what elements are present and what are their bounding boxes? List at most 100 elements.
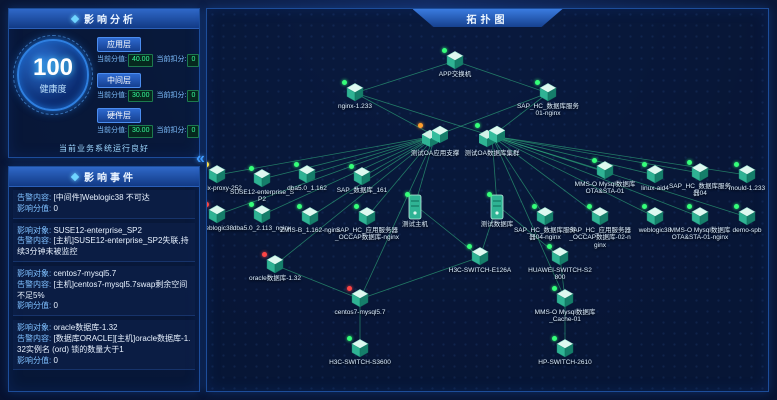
- node-label: SUSE12-enterprise_SP2: [230, 189, 294, 204]
- event-value: 0: [53, 355, 58, 365]
- collapse-arrow[interactable]: «: [196, 150, 205, 167]
- topology-node[interactable]: SAP_HC_数据库服务01-nginx: [516, 80, 580, 118]
- topology-node[interactable]: mould-1.233: [715, 162, 768, 192]
- deduct-label: 当前扣分:: [156, 127, 187, 134]
- topology-node[interactable]: H3C-SWITCH-S3600: [328, 336, 392, 366]
- topology-panel: 拓扑图 APP交换机 nginx-1.233 SAP_HC_数据库服务01-ngin…: [206, 8, 769, 392]
- topology-node[interactable]: centos7-mysql5.7: [328, 286, 392, 316]
- cube-icon: [442, 48, 465, 70]
- cube-icon: [734, 204, 757, 226]
- topology-node[interactable]: SAP_HC_应用服务器_OCCAP数据库-02-nginx: [568, 204, 632, 249]
- node-label: oracle数据库-1.32: [248, 275, 302, 282]
- topology-node[interactable]: zabbix-proxy-252: [207, 162, 249, 192]
- event-item[interactable]: 告警内容: [中间件]Weblogic38 不可达影响分值: 0: [13, 190, 195, 219]
- system-status-text: 当前业务系统运行良好: [59, 144, 149, 153]
- node-label: SAP_HC_应用服务器_OCCAP数据库-nginx: [335, 227, 399, 242]
- node-label: APP交换机: [438, 71, 472, 78]
- event-row: 告警内容: [数据库ORACLE][主机]oracle数据库-1.32实例名 (…: [17, 334, 191, 356]
- topology-node[interactable]: dba5.0_2.113_nginx: [230, 202, 294, 232]
- node-label: HP-SWITCH-2610: [538, 359, 592, 366]
- node-label: mould-1.233: [728, 185, 766, 192]
- topology-edge: [491, 135, 566, 300]
- status-dot: [294, 162, 299, 167]
- topology-node[interactable]: SUSE12-enterprise_SP2: [230, 166, 294, 204]
- status-dot: [687, 160, 692, 165]
- layer-button[interactable]: 中间层: [97, 72, 141, 88]
- topology-node[interactable]: SAP_HC_数据库服务器04-nginx: [513, 204, 577, 242]
- topology-node[interactable]: MMS-O Mysql数据库 OTA&STA-01-nginx: [668, 204, 732, 242]
- event-list[interactable]: 告警内容: [中间件]Weblogic38 不可达影响分值: 0 影响对象: SU…: [9, 187, 199, 391]
- layer-button[interactable]: 硬件层: [97, 108, 141, 123]
- header-diamond-icon: [70, 14, 80, 23]
- status-dot: [207, 202, 209, 207]
- topology-node[interactable]: 测试主机: [383, 192, 447, 228]
- topology-node[interactable]: H3C-SWITCH-E126A: [448, 244, 512, 274]
- status-dot: [354, 204, 359, 209]
- event-label: 影响对象:: [17, 225, 52, 235]
- topology-node[interactable]: dba5.0_1.162: [275, 162, 339, 192]
- cube-icon: [467, 244, 490, 266]
- node-label: centos7-mysql5.7: [334, 309, 386, 316]
- status-dot: [262, 252, 267, 257]
- topology-node[interactable]: linux-aid4: [623, 162, 687, 192]
- topology-edge: [309, 135, 436, 218]
- topology-edge: [274, 264, 361, 300]
- topology-node[interactable]: SAP_HC_应用服务器_OCCAP数据库-nginx: [335, 204, 399, 242]
- topology-edge: [414, 135, 436, 206]
- topology-node[interactable]: weblogic38: [623, 204, 687, 234]
- topology-node[interactable]: HUAWEI-SWITCH-S2800: [528, 244, 592, 282]
- topology-node[interactable]: nginx-1.233: [323, 80, 387, 110]
- event-row: 告警内容: [主机]SUSE12-enterprise_SP2失联,持续3分钟未…: [17, 236, 191, 258]
- node-label: ZMIS-B_1.162-nginx: [280, 227, 340, 234]
- status-dot: [342, 80, 347, 85]
- topology-node[interactable]: SAP_数据库_161: [330, 164, 394, 194]
- status-dot: [642, 162, 647, 167]
- topology-node[interactable]: SAP_HC_数据库服务器04: [668, 160, 732, 198]
- cube-icon: [347, 336, 370, 358]
- node-label: 测试OA数据库集群: [464, 150, 520, 157]
- topology-node[interactable]: HP-SWITCH-2610: [533, 336, 597, 366]
- status-dot: [642, 204, 647, 209]
- layer-button[interactable]: 应用层: [97, 37, 141, 52]
- topology-edge: [216, 135, 436, 216]
- cube-icon: [552, 336, 575, 358]
- score-value: 30.00: [127, 89, 154, 102]
- topology-node[interactable]: demo-spb: [715, 204, 768, 234]
- topology-node[interactable]: ZMIS-B_1.162-nginx: [278, 204, 342, 234]
- topology-node[interactable]: weblogic38: [207, 202, 249, 232]
- topology-node[interactable]: MMS-O Mysql数据库 OTA&STA-01: [573, 158, 637, 196]
- node-label: 测试OA应用支撑: [410, 150, 460, 157]
- deduct-value: 0: [187, 54, 200, 67]
- cube-icon: [687, 160, 710, 182]
- impact-analysis-title: 影响分析: [84, 15, 136, 26]
- impact-events-header: 影响事件: [9, 167, 199, 187]
- event-label: 告警内容:: [17, 193, 52, 202]
- cube-icon: [532, 204, 555, 226]
- topology-node[interactable]: 测试数据库: [465, 192, 529, 228]
- status-dot: [592, 158, 597, 163]
- score-label: 当前分值:: [97, 91, 127, 99]
- topology-edge: [491, 135, 701, 174]
- event-row: 影响对象: SUSE12-enterprise_SP2: [17, 226, 191, 237]
- event-value: [数据库ORACLE][主机]oracle数据库-1.32实例名 (ord) 锁…: [17, 333, 191, 354]
- cube-icon: [207, 202, 227, 224]
- status-dot: [734, 162, 739, 167]
- deduct-label: 当前扣分:: [156, 56, 187, 63]
- cube-icon: [642, 204, 665, 226]
- topology-node[interactable]: APP交换机: [423, 48, 487, 78]
- topology-node[interactable]: 测试OA应用支撑: [403, 123, 467, 157]
- topology-node[interactable]: MMS-O Mysql数据库_Cache-01: [533, 286, 597, 324]
- cube-icon: [687, 204, 710, 226]
- event-value: [主机]SUSE12-enterprise_SP2失联,持续3分钟未被监控: [17, 236, 189, 257]
- topology-node[interactable]: oracle数据库-1.32: [243, 252, 307, 282]
- topology-header: 拓扑图: [412, 9, 563, 27]
- status-dot: [405, 192, 410, 197]
- topology-node[interactable]: 测试OA数据库集群: [460, 123, 524, 157]
- status-dot: [687, 204, 692, 209]
- score-label: 当前分值:: [97, 127, 127, 134]
- status-dot: [347, 336, 352, 341]
